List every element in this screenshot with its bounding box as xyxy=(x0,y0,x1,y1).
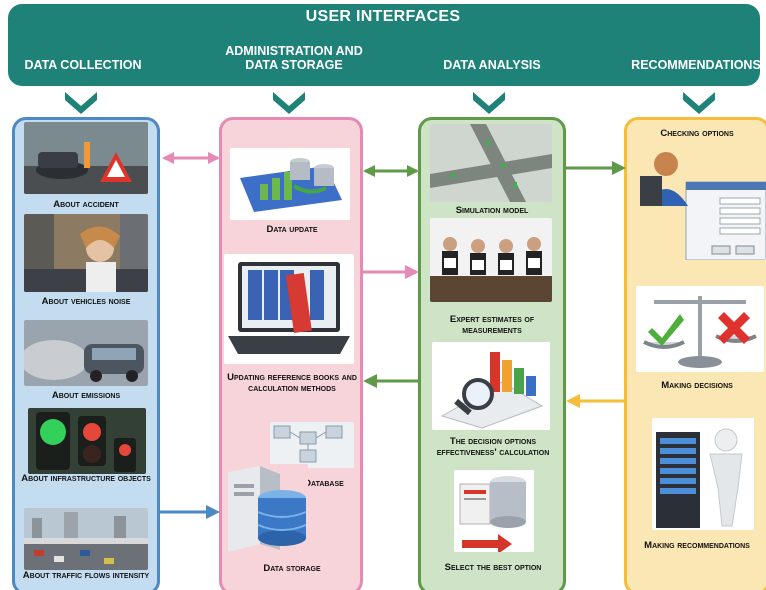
effectiveness-chart-icon xyxy=(432,342,550,430)
label-select-best-option: Select the best option xyxy=(444,562,542,573)
accident-photo xyxy=(24,122,148,194)
arrow-right-icon xyxy=(363,265,419,279)
header-administration: ADMINISTRATION AND DATA STORAGE xyxy=(225,44,363,72)
label-simulation-model: Simulation model xyxy=(455,205,529,216)
label-data-update: Data update xyxy=(266,224,318,235)
label-about-accident: About accident xyxy=(53,199,119,210)
arrow-left-icon xyxy=(363,374,419,388)
arrow-right-icon xyxy=(160,505,220,519)
checking-options-icon xyxy=(636,146,766,260)
chevron-down-icon xyxy=(683,92,715,114)
making-recommendations-icon xyxy=(652,418,754,530)
label-about-infrastructure-objects: About infrastructure objects xyxy=(21,473,151,484)
making-decisions-icon xyxy=(636,286,764,372)
user-interfaces-banner xyxy=(8,4,760,86)
bidirectional-arrow-icon xyxy=(363,165,419,177)
traffic-flows-photo xyxy=(24,508,148,570)
label-making-recommendations: Making recommendations xyxy=(644,540,750,551)
expert-estimates-icon xyxy=(430,218,552,302)
banner-title: USER INTERFACES xyxy=(305,8,461,25)
reference-books-icon xyxy=(224,254,354,364)
label-about-vehicles-noise: About Vehicles Noise xyxy=(41,296,131,307)
arrow-right-icon xyxy=(566,161,626,175)
chevron-down-icon xyxy=(273,92,305,114)
vehicles-noise-photo xyxy=(24,214,148,292)
arrow-left-icon xyxy=(566,394,626,408)
header-recommendations: RECOMMENDATIONS xyxy=(631,58,761,72)
label-updating-reference-books: Updating reference books and calculation… xyxy=(227,372,357,394)
label-about-traffic-flows: About traffic flows intensity xyxy=(22,570,150,581)
best-option-icon xyxy=(454,470,534,552)
bidirectional-arrow-icon xyxy=(162,152,220,164)
simulation-model-icon xyxy=(430,124,552,202)
data-update-icon xyxy=(230,148,350,220)
label-making-decisions: Making decisions xyxy=(661,380,733,391)
label-about-emissions: About emissions xyxy=(51,390,121,401)
label-decision-options-calculation: The decision options effectiveness' calc… xyxy=(436,436,550,458)
emissions-photo xyxy=(24,320,148,386)
header-data-collection: DATA COLLECTION xyxy=(24,58,142,72)
label-expert-estimates: Expert estimates of measurements xyxy=(449,314,535,336)
label-checking-options: Checking Options xyxy=(660,128,734,139)
traffic-lights-photo xyxy=(28,408,146,474)
label-data-storage: Data storage xyxy=(263,563,321,574)
data-storage-icon xyxy=(224,464,308,556)
chevron-down-icon xyxy=(65,92,97,114)
header-data-analysis: DATA ANALYSIS xyxy=(443,58,541,72)
chevron-down-icon xyxy=(473,92,505,114)
database-schema-icon xyxy=(270,422,354,468)
